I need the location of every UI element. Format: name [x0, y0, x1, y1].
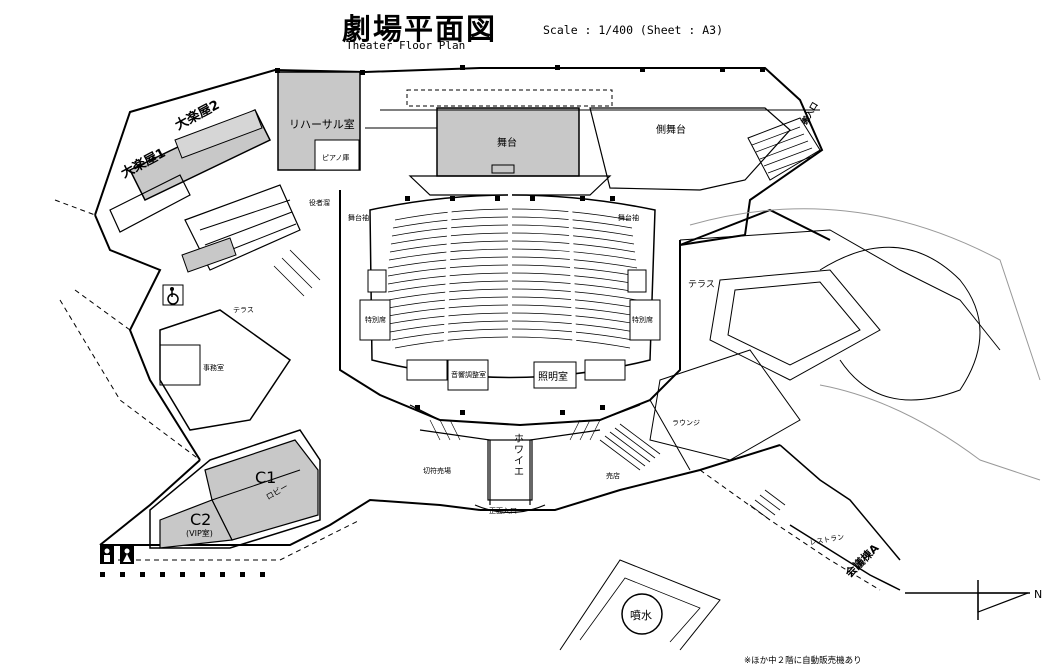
conference-rooms	[149, 429, 321, 549]
label-foyer: ホワイエ	[514, 433, 524, 478]
label-c2: C2	[190, 510, 211, 529]
label-special-right: 特別席	[632, 315, 653, 324]
label-stage: 舞台	[497, 136, 517, 149]
label-piano: ピアノ庫	[322, 153, 349, 162]
label-c1: C1	[255, 468, 276, 487]
label-wing-right: 舞台袖	[618, 213, 639, 222]
label-performers: 役者溜	[309, 198, 330, 207]
north-arrow-icon	[905, 580, 1030, 620]
page-subtitle: Theater Floor Plan	[346, 39, 466, 52]
label-office: 事務室	[203, 363, 224, 372]
label-vip: (VIP室)	[186, 528, 213, 538]
label-wing-left: 舞台袖	[348, 213, 369, 222]
label-shop: 売店	[606, 471, 620, 480]
stairs	[273, 249, 786, 521]
label-terrace-right: テラス	[688, 279, 715, 290]
label-conference-a: 会議棟A	[842, 541, 882, 581]
page-title: 劇場平面図	[342, 12, 498, 46]
dressing-wing	[109, 109, 301, 273]
side-stage	[589, 107, 791, 191]
footnote: ※ほか中２階に自動販売機あり	[744, 656, 862, 666]
restroom-female-icon	[120, 546, 134, 564]
office	[159, 309, 292, 431]
label-north: N	[1034, 588, 1042, 601]
auditorium-seating	[359, 190, 661, 391]
label-special-left: 特別席	[365, 315, 386, 324]
label-main-entrance: 正面入口	[489, 507, 517, 515]
label-fountain: 噴水	[630, 609, 652, 622]
piano-room	[314, 139, 360, 171]
label-terrace-left: テラス	[233, 306, 254, 314]
restroom-male-icon	[100, 546, 114, 564]
label-restaurant: レストラン	[809, 533, 845, 547]
fountain-circle	[621, 593, 663, 635]
sound-control-room	[447, 359, 489, 391]
label-sound-control: 音響調整室	[451, 370, 486, 379]
label-lounge: ラウンジ	[672, 419, 700, 427]
right-terrace	[649, 229, 1001, 471]
scale-label: Scale : 1/400 (Sheet : A3)	[543, 23, 724, 37]
lighting-room	[533, 361, 577, 389]
columns	[100, 65, 765, 577]
label-ticket: 切符売場	[423, 466, 451, 475]
label-rehearsal: リハーサル室	[289, 117, 355, 131]
label-lighting: 照明室	[538, 370, 568, 383]
wheelchair-icon	[162, 284, 184, 306]
label-side-stage: 側舞台	[656, 123, 686, 136]
